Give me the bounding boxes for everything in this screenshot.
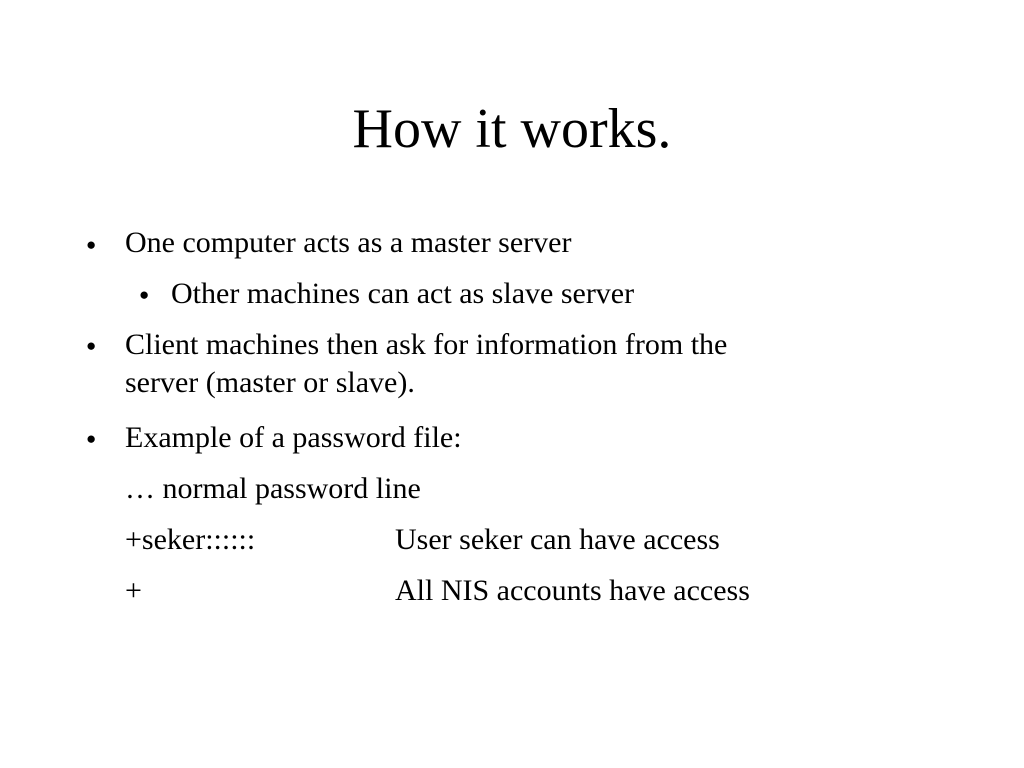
example-entry-plus: + [125, 574, 142, 607]
bullet-text-client-line2: server (master or slave). [125, 366, 415, 399]
bullet-text-client-line1: Client machines then ask for information… [125, 328, 728, 361]
example-desc-seker: User seker can have access [395, 523, 720, 556]
example-normal-line: … normal password line [125, 472, 421, 505]
bullet-text-password-example: Example of a password file: [125, 421, 462, 454]
sub-bullet-text-slave-server: Other machines can act as slave server [171, 277, 635, 310]
example-desc-plus: All NIS accounts have access [395, 574, 750, 607]
sub-bullet-icon: ● [139, 285, 150, 304]
slide-title: How it works. [352, 98, 672, 160]
bullet-icon: ● [86, 429, 97, 448]
bullet-text-master-server: One computer acts as a master server [125, 226, 572, 259]
example-entry-seker: +seker:::::: [125, 523, 256, 556]
bullet-icon: ● [86, 235, 97, 254]
bullet-icon: ● [86, 336, 97, 355]
